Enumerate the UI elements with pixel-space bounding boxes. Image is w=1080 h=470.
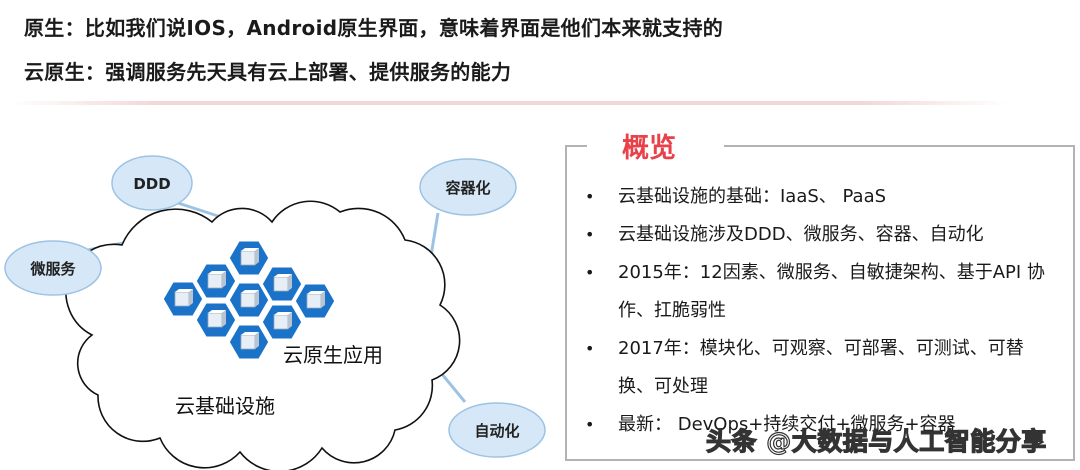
list-item: 云基础设施涉及DDD、微服务、容器、自动化 [585, 216, 1055, 254]
node-microservice [4, 240, 102, 296]
list-item: 最新： DevOps+持续交付+微服务+容器 [585, 406, 1055, 444]
node-automation [448, 402, 546, 458]
node-container-label: 容器化 [444, 179, 490, 197]
connector-ddd [177, 201, 225, 220]
overview-panel [565, 145, 1075, 461]
node-automation-label: 自动化 [474, 422, 519, 440]
overview-list: 云基础设施的基础：IaaS、 PaaS 云基础设施涉及DDD、微服务、容器、自动… [585, 178, 1055, 444]
definition-cloud-native: 云原生：强调服务先天具有云上部署、提供服务的能力 [24, 60, 512, 84]
panel-border [724, 145, 1073, 147]
definition-native: 原生：比如我们说IOS，Android原生界面，意味着界面是他们本来就支持的 [24, 16, 724, 40]
hexagon-cube-icon [228, 281, 270, 319]
hexagon-cube-icon [228, 323, 270, 361]
panel-border [565, 145, 587, 147]
cloud-native-app-label: 云原生应用 [283, 343, 383, 367]
node-ddd [111, 155, 193, 211]
watermark: 头条 @大数据与人工智能分享 [705, 426, 1047, 456]
infrastructure-label: 云基础设施 [175, 394, 275, 418]
divider [10, 101, 1010, 105]
list-item: 2015年：12因素、微服务、自敏捷架构、基于API 协作、扛脆弱性 [585, 254, 1055, 330]
hexagon-cube-icon [228, 239, 270, 277]
hexagon-cube-icon [261, 303, 303, 341]
cloud-native-diagram: 云原生应用 云基础设施 DDD 容器化 微服务 自动化 [4, 155, 546, 470]
node-container [419, 158, 517, 216]
list-item: 云基础设施的基础：IaaS、 PaaS [585, 178, 1055, 216]
hexagon-cube-icon [261, 265, 303, 303]
node-ddd-label: DDD [133, 175, 170, 193]
node-microservice-label: 微服务 [29, 260, 76, 278]
hexagon-cube-icon [195, 301, 237, 339]
hexagon-cube-icon [162, 280, 204, 318]
list-item: 2017年：模块化、可观察、可部署、可测试、可替换、可处理 [585, 330, 1055, 406]
hexagon-cube-icon [195, 262, 237, 300]
hexagon-cube-icon [294, 282, 336, 320]
overview-title: 概览 [622, 133, 676, 164]
